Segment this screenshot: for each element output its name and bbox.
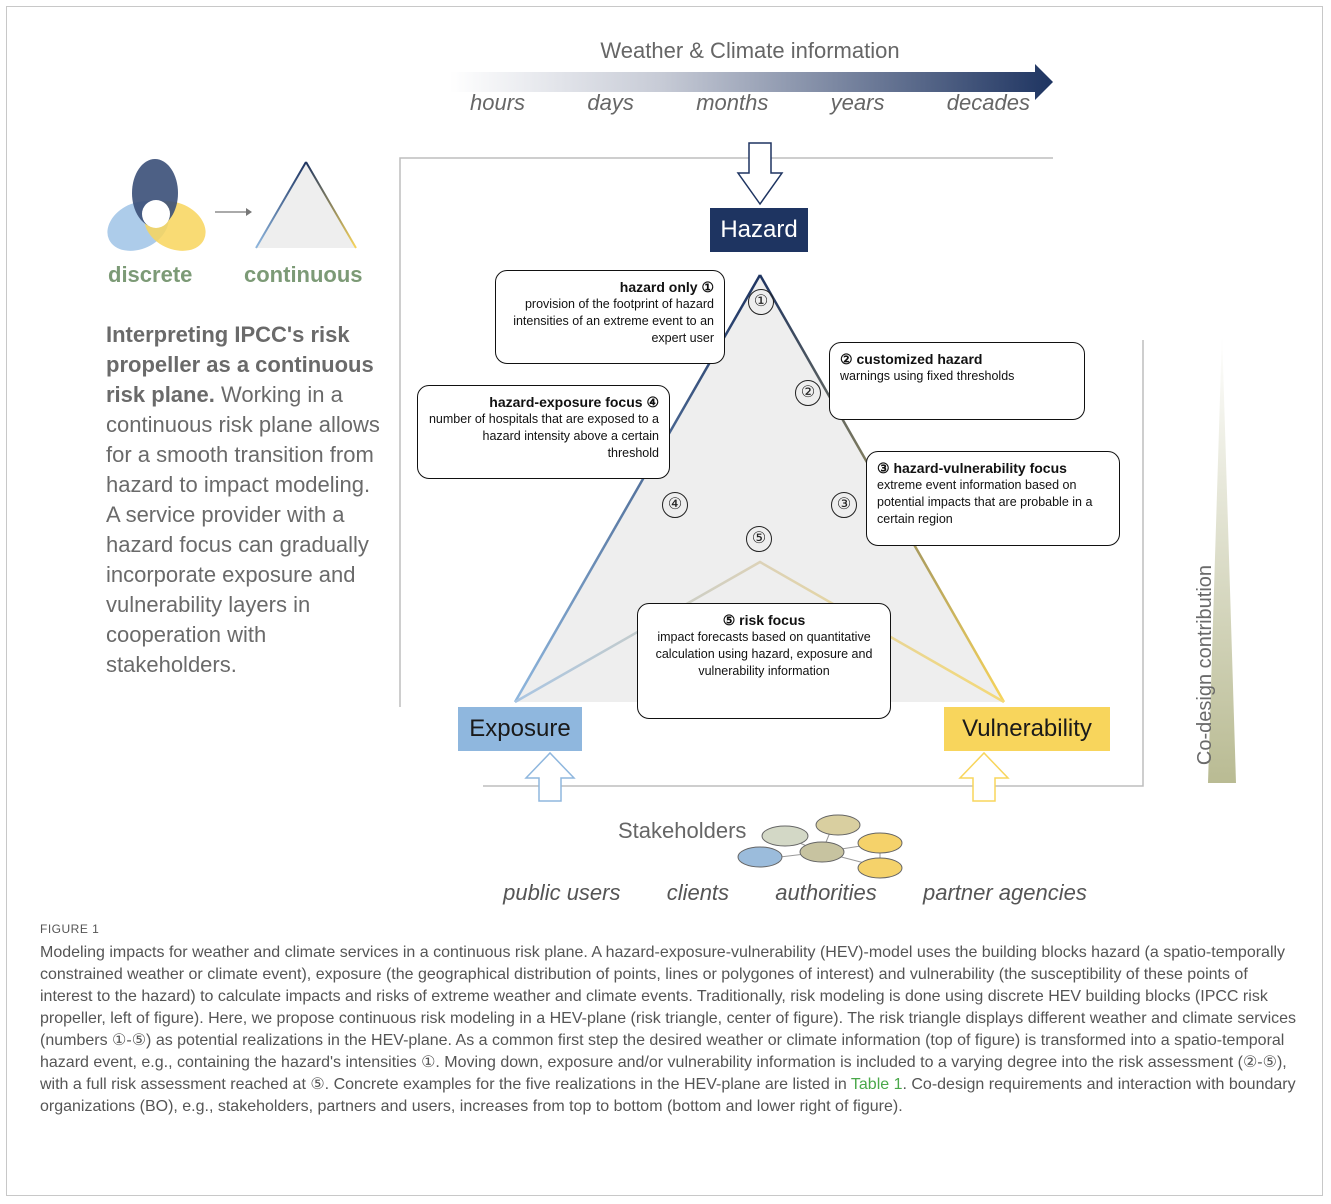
callout-title: ② customized hazard [840, 351, 983, 367]
ipcc-risk-propeller [107, 159, 206, 251]
timescale-label: hours [470, 90, 526, 115]
callout-title: ③ hazard-vulnerability focus [877, 460, 1067, 476]
callout-title: ⑤ risk focus [722, 612, 806, 628]
callout-customized-hazard: ② customized hazard warnings using fixed… [829, 342, 1085, 420]
table-1-link[interactable]: Table 1 [850, 1076, 903, 1093]
codesign-wedge [1208, 332, 1236, 783]
callout-text: provision of the footprint of hazard int… [513, 297, 714, 345]
vulnerability-node: Vulnerability [944, 707, 1110, 751]
continuous-label: continuous [244, 262, 363, 287]
left-description: Interpreting IPCC's risk propeller as a … [106, 320, 396, 680]
callout-text: warnings using fixed thresholds [840, 369, 1015, 383]
caption-body: Modeling impacts for weather and climate… [40, 944, 1297, 1093]
stakeholder-node [799, 841, 845, 863]
timescale-label: months [696, 90, 769, 115]
callout-text: extreme event information based on poten… [877, 478, 1093, 526]
timescale-label: decades [946, 90, 1030, 115]
callout-text: number of hospitals that are exposed to … [428, 412, 659, 460]
timescale-label: years [830, 90, 885, 115]
stakeholder-frame-line [483, 340, 1144, 787]
stakeholders-label: Stakeholders [618, 818, 747, 843]
hazard-input-arrow [736, 142, 784, 206]
callout-title: hazard-exposure focus ④ [489, 394, 659, 410]
caption-text: Modeling impacts for weather and climate… [40, 942, 1300, 1118]
callout-risk-focus: ⑤ risk focus impact forecasts based on q… [637, 603, 891, 719]
stakeholder-node [815, 814, 861, 836]
figure-label: FIGURE 1 [40, 922, 100, 936]
marker-4: ④ [662, 492, 688, 518]
callout-hazard-exposure: hazard-exposure focus ④ number of hospit… [417, 385, 670, 479]
weather-timescale-arrow [450, 64, 1053, 100]
left-body: Working in a continuous risk plane allow… [106, 382, 380, 497]
vulnerability-input-arrow [958, 751, 1010, 802]
marker-2: ② [795, 380, 821, 406]
stakeholder-node [761, 825, 809, 847]
exposure-input-arrow [524, 751, 576, 802]
marker-3: ③ [831, 492, 857, 518]
discrete-label: discrete [108, 262, 193, 287]
caption-end: . Co-design requirements and interaction… [40, 1076, 1296, 1115]
stakeholder-node [737, 846, 783, 868]
hev-diagram [107, 64, 1236, 879]
figure-caption: FIGURE 1 Modeling impacts for weather an… [40, 922, 1300, 1118]
hazard-node: Hazard [710, 208, 808, 252]
stakeholder-type: partner agencies [922, 880, 1087, 905]
stakeholder-type: clients [666, 880, 730, 905]
stakeholder-type: public users [503, 880, 621, 905]
stakeholder-types: public users clients authorities partner… [480, 880, 1110, 906]
stakeholder-node [857, 857, 903, 879]
exposure-node: Exposure [458, 707, 582, 751]
weather-climate-title: Weather & Climate information [600, 38, 900, 63]
codesign-label: Co-design contribution [1194, 564, 1216, 766]
timescale-label: days [587, 90, 634, 115]
callout-hazard-only: hazard only ① provision of the footprint… [495, 270, 725, 364]
timescale-labels: hours days months years decades [470, 90, 1030, 116]
callout-text: impact forecasts based on quantitative c… [655, 630, 873, 678]
marker-5: ⑤ [746, 526, 772, 552]
callout-hazard-vulnerability: ③ hazard-vulnerability focus extreme eve… [866, 451, 1120, 546]
stakeholder-type: authorities [775, 880, 877, 905]
continuous-plane-icon [255, 161, 357, 249]
hazard-frame-line [399, 157, 1053, 707]
figure-frame [6, 6, 1323, 1196]
stakeholder-node [857, 832, 903, 854]
left-heading: Interpreting IPCC's risk propeller as a … [106, 322, 374, 407]
inner-risk-lines [514, 560, 1005, 704]
left-body-2: A service provider with a hazard focus c… [106, 502, 369, 677]
callout-title: hazard only ① [619, 279, 714, 295]
marker-1: ① [748, 289, 774, 315]
